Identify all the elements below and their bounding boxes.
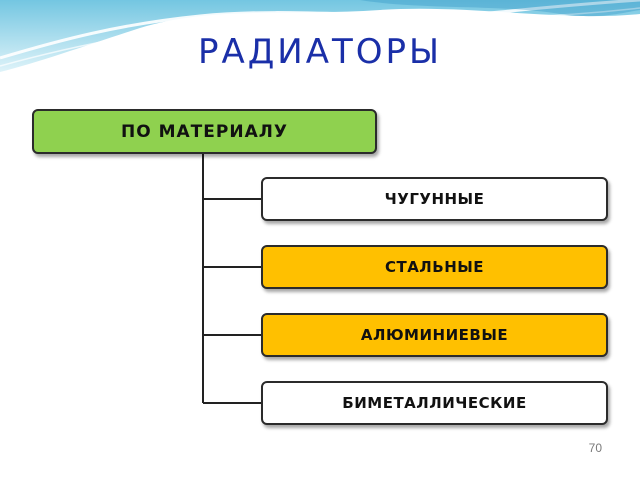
child-node-label: АЛЮМИНИЕВЫЕ [360,326,509,344]
header-wave-decoration [0,0,640,72]
root-node-label: ПО МАТЕРИАЛУ [121,121,288,142]
slide-title: РАДИАТОРЫ [197,32,443,72]
page-number: 70 [588,441,602,455]
child-node-aluminum: АЛЮМИНИЕВЫЕ [261,313,608,357]
child-node-label: СТАЛЬНЫЕ [384,258,485,276]
child-node-steel: СТАЛЬНЫЕ [261,245,608,289]
child-node-bimetallic: БИМЕТАЛЛИЧЕСКИЕ [261,381,608,425]
child-node-cast-iron: ЧУГУННЫЕ [261,177,608,221]
root-node: ПО МАТЕРИАЛУ [32,109,377,154]
child-node-label: БИМЕТАЛЛИЧЕСКИЕ [342,394,527,412]
child-node-label: ЧУГУННЫЕ [384,190,485,208]
